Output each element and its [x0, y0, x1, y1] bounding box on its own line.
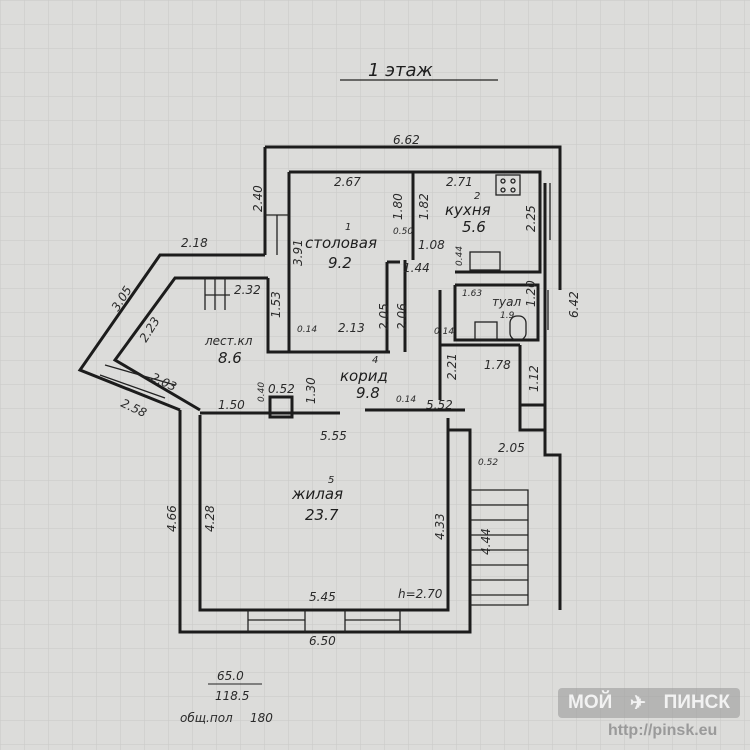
- dimension-label: 1.78: [484, 358, 511, 372]
- dimension-label: 1.30: [304, 377, 318, 404]
- dimension-label: ПИНСК: [663, 692, 730, 713]
- dimension-label: 3.91: [291, 239, 305, 266]
- dimension-label: 1.44: [403, 261, 430, 275]
- dimension-label: 2.21: [445, 353, 459, 380]
- dimension-label: 0.44: [455, 246, 465, 266]
- dimension-label: 2: [474, 191, 480, 202]
- dimension-label: 2.06: [395, 303, 409, 330]
- title: 1 этаж: [340, 60, 498, 81]
- dimension-label: 2.71: [446, 175, 473, 189]
- dimension-label: 1.20: [524, 280, 538, 307]
- dimension-label: 4: [372, 355, 378, 366]
- dimension-label: 0.14: [434, 327, 454, 337]
- dimension-label: 4.66: [165, 505, 179, 532]
- watermark-url: http://pinsk.eu: [608, 722, 718, 739]
- kitchen-sink-icon: [469, 251, 501, 271]
- watermark-logo: МОЙ ✈ ПИНСК: [558, 688, 740, 718]
- room-stairs-area: 8.6: [218, 349, 242, 367]
- room-toilet-name: туал: [492, 295, 521, 309]
- dimension-label: 2.25: [524, 205, 538, 232]
- dimension-label: 1: [345, 222, 351, 233]
- dimension-label: 0.52: [268, 382, 295, 396]
- room-stairs-name: лест.кл: [204, 334, 253, 348]
- room-kitchen-name: кухня: [445, 201, 491, 219]
- dimension-label: 0.50: [393, 227, 413, 237]
- total-floor-label: общ.пол: [180, 711, 233, 725]
- dimension-label: 5.55: [320, 429, 347, 443]
- total-area: 118.5: [215, 689, 249, 703]
- dimension-label: 5.52: [426, 398, 453, 412]
- room-labels: 1 столовая 9.2 2 кухня 5.6 туал 1.9 лест…: [204, 191, 521, 524]
- dimension-label: 1.12: [527, 365, 541, 392]
- room-corridor-name: корид: [340, 367, 388, 385]
- dimension-label: 6.42: [567, 291, 581, 318]
- room-living-area: 23.7: [305, 506, 339, 524]
- dimension-label: МОЙ: [568, 692, 613, 713]
- dimension-label: 2.05: [498, 441, 525, 455]
- dimension-label: 4.28: [203, 505, 217, 532]
- dimension-label: 6.50: [309, 634, 336, 648]
- sink-icon: [474, 321, 498, 341]
- walls: [77, 145, 562, 634]
- living-area-total: 65.0: [217, 669, 244, 683]
- dimension-label: 2.18: [181, 236, 208, 250]
- stove-icon: [495, 174, 521, 196]
- dimension-label: 1.53: [269, 291, 283, 318]
- dimension-label: 6.62: [393, 133, 420, 147]
- dimension-label: 1.63: [462, 289, 482, 299]
- floor-title: 1 этаж: [368, 60, 434, 81]
- room-dining-name: столовая: [305, 234, 377, 252]
- dimension-label: 2.67: [334, 175, 361, 189]
- dimension-label: 2.13: [338, 321, 365, 335]
- plane-icon: ✈: [629, 692, 646, 714]
- dimension-label: 2.32: [234, 283, 261, 297]
- dimensions: 6.62 2.67 2.71 2.40 1.80 1.82 2.25 3.91 …: [109, 133, 581, 648]
- dimension-label: 2.05: [377, 303, 391, 330]
- dimension-label: 1.08: [418, 238, 445, 252]
- room-living-name: жилая: [291, 485, 343, 503]
- room-dining-area: 9.2: [328, 254, 352, 272]
- dimension-label: 0.52: [478, 458, 498, 468]
- dimension-label: 5.45: [309, 590, 336, 604]
- dimension-label: 2.40: [251, 185, 265, 212]
- dimension-label: 4.44: [479, 528, 493, 555]
- dimension-label: 0.14: [297, 325, 317, 335]
- dimension-label: 0.40: [257, 382, 267, 402]
- dimension-label: 1.80: [391, 193, 405, 220]
- dimension-label: 1.50: [218, 398, 245, 412]
- dimension-label: 1.82: [417, 193, 431, 220]
- room-kitchen-area: 5.6: [462, 218, 486, 236]
- total-floor-value: 180: [250, 711, 273, 725]
- area-summary: 65.0 118.5 общ.пол 180: [180, 669, 273, 725]
- dimension-label: 5: [328, 475, 334, 486]
- dimension-label: h=2.70: [398, 587, 443, 601]
- room-toilet-area: 1.9: [500, 311, 515, 321]
- toilet-icon: [509, 315, 527, 341]
- room-corridor-area: 9.8: [356, 384, 380, 402]
- dimension-label: 0.14: [396, 395, 416, 405]
- dimension-label: 4.33: [433, 513, 447, 540]
